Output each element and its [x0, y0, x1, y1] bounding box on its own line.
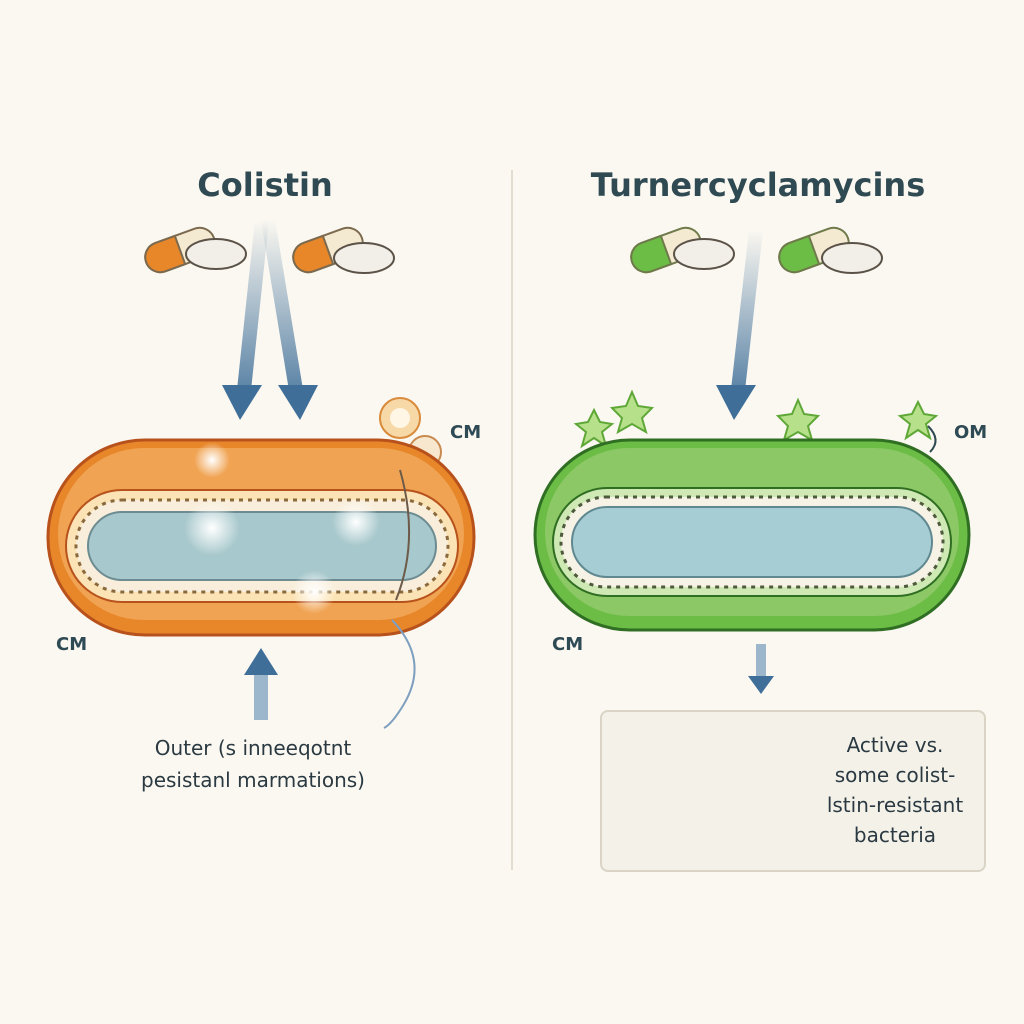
caption-line: pesistanl marmations) [141, 768, 365, 792]
capsule-icon [292, 226, 364, 274]
down-arrow-icon [716, 229, 763, 420]
sparkle-icon [184, 442, 380, 614]
molecule-icon [573, 389, 939, 449]
bacterium-cell-turnercyclamycin [533, 438, 971, 632]
left-membrane-label-left: CM [56, 634, 88, 655]
capsule-icon [630, 226, 702, 274]
capsule-icon [778, 226, 850, 274]
callout-line: lstin-resistant [826, 793, 964, 817]
turnercyclamycins-title: Turnercyclamycins [590, 166, 926, 204]
up-arrow-icon [244, 648, 278, 720]
callout-line: Active vs. [846, 733, 944, 757]
bacterium-cell-colistin [46, 438, 476, 637]
callout-line: bacteria [853, 823, 937, 847]
right-membrane-label-right: OM [954, 422, 988, 443]
activity-callout-text: Active vs. some colist- lstin-resistant … [810, 730, 980, 850]
connector-line [383, 619, 416, 729]
down-arrow-icon [261, 218, 318, 420]
callout-line: some colist- [834, 763, 956, 787]
caption-line: Outer (s inneeqotnt [154, 736, 352, 760]
connector-line [927, 425, 937, 453]
colistin-caption: Outer (s inneeqotnt pesistanl marmations… [108, 732, 398, 796]
left-membrane-label-right: CM [450, 422, 482, 443]
capsule-icon [144, 226, 216, 274]
colistin-title: Colistin [197, 166, 333, 204]
down-arrow-icon [222, 219, 269, 420]
tablet-icon [673, 238, 735, 270]
tablet-icon [333, 242, 395, 274]
tablet-icon [185, 238, 247, 270]
tablet-icon [821, 242, 883, 274]
down-arrow-icon [748, 644, 774, 694]
activity-callout-box [600, 710, 986, 872]
right-membrane-label-left: CM [552, 634, 584, 655]
